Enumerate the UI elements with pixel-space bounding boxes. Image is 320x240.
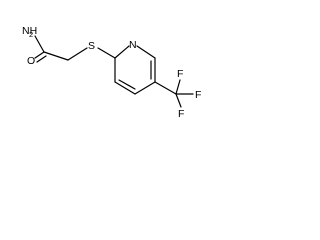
bond-c-f-top (175, 79, 181, 95)
bond-s-ring (97, 47, 116, 59)
thioether-sulfur-label: S (88, 40, 95, 52)
ring-nitrogen-label: N (129, 39, 137, 51)
bond-ring-c2-n1 (114, 45, 130, 59)
bond-ring-c4-c3-inner (118, 79, 136, 90)
bond-c-f-bottom (175, 93, 182, 108)
bond-ch2-s (67, 47, 88, 61)
bond-ring-n1-c6 (136, 45, 156, 59)
bond-ring-c4-c3 (114, 81, 136, 95)
bond-ring-c5-c4 (134, 81, 156, 95)
bond-c-o-double-b (36, 55, 47, 63)
bond-ring-cf3 (154, 81, 177, 95)
amide-nitrogen-label: NH (22, 25, 37, 37)
bond-n-c-carbonyl (34, 35, 45, 53)
carbonyl-oxygen-label: O (27, 55, 35, 67)
fluorine-right-label: F (195, 89, 201, 101)
chemical-structure-diagram: NH 2 O S N F F F (22, 25, 201, 120)
fluorine-top-label: F (177, 68, 183, 80)
amide-nitrogen-subscript: 2 (29, 30, 33, 39)
bond-carbonyl-ch2 (43, 51, 69, 61)
bond-c-o-double-a (34, 51, 45, 59)
fluorine-bottom-label: F (178, 108, 184, 120)
